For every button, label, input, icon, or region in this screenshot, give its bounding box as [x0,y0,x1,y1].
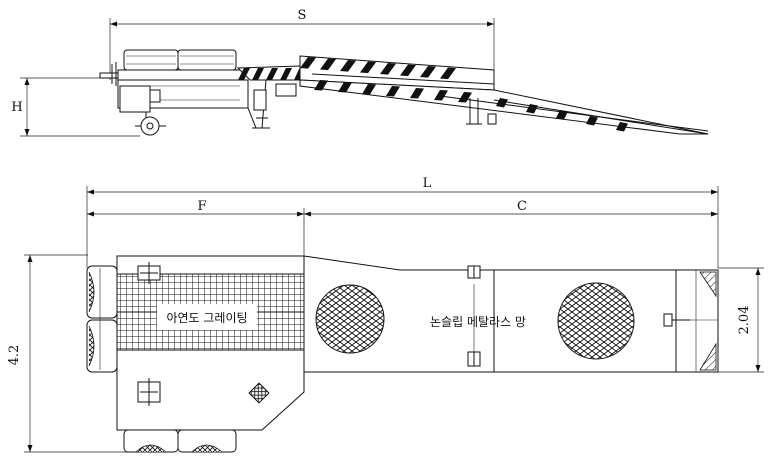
ramp-hinges [467,265,495,372]
side-bumpers [123,429,237,453]
dim-label-f: F [197,199,206,214]
support-legs [247,79,297,129]
wheel-icon [135,116,166,136]
hazard-stripes-ramp [300,57,628,132]
bumper-right [177,49,237,71]
dimension-f-c [87,208,718,256]
dimension-ramp-width [718,267,764,373]
dimension-l [86,186,719,268]
mesh-circle-right [557,282,635,360]
bumper-left [123,49,179,71]
mesh-circle-left [315,284,385,354]
grating-label: 아연도 그레이팅 [166,311,247,325]
gear-housing [119,85,151,113]
dim-label-s: S [298,8,307,23]
plan-view: 아연도 그레이팅 논슬립 메탈라스 망 [24,186,764,453]
front-bumpers [86,265,118,373]
hazard-stripes-upper [238,67,306,80]
dimension-width [24,254,130,453]
grating-label-bg [157,304,257,330]
dimension-s [109,18,495,80]
dimension-h [20,77,140,137]
dim-label-h: H [11,100,22,115]
hinge-icons [137,262,270,406]
dim-label-width: 4.2 [7,345,22,366]
deck-platform [117,69,243,81]
dim-label-l: L [423,176,432,191]
dim-label-ramp-width: 2.04 [737,306,752,335]
ramp-lock-icon [663,313,673,327]
ramp-end [663,270,718,372]
control-box [275,83,297,97]
side-elevation [20,18,709,137]
dim-label-c: C [517,199,527,214]
mesh-label: 논슬립 메탈라스 망 [430,315,526,329]
jack-block [149,89,161,103]
